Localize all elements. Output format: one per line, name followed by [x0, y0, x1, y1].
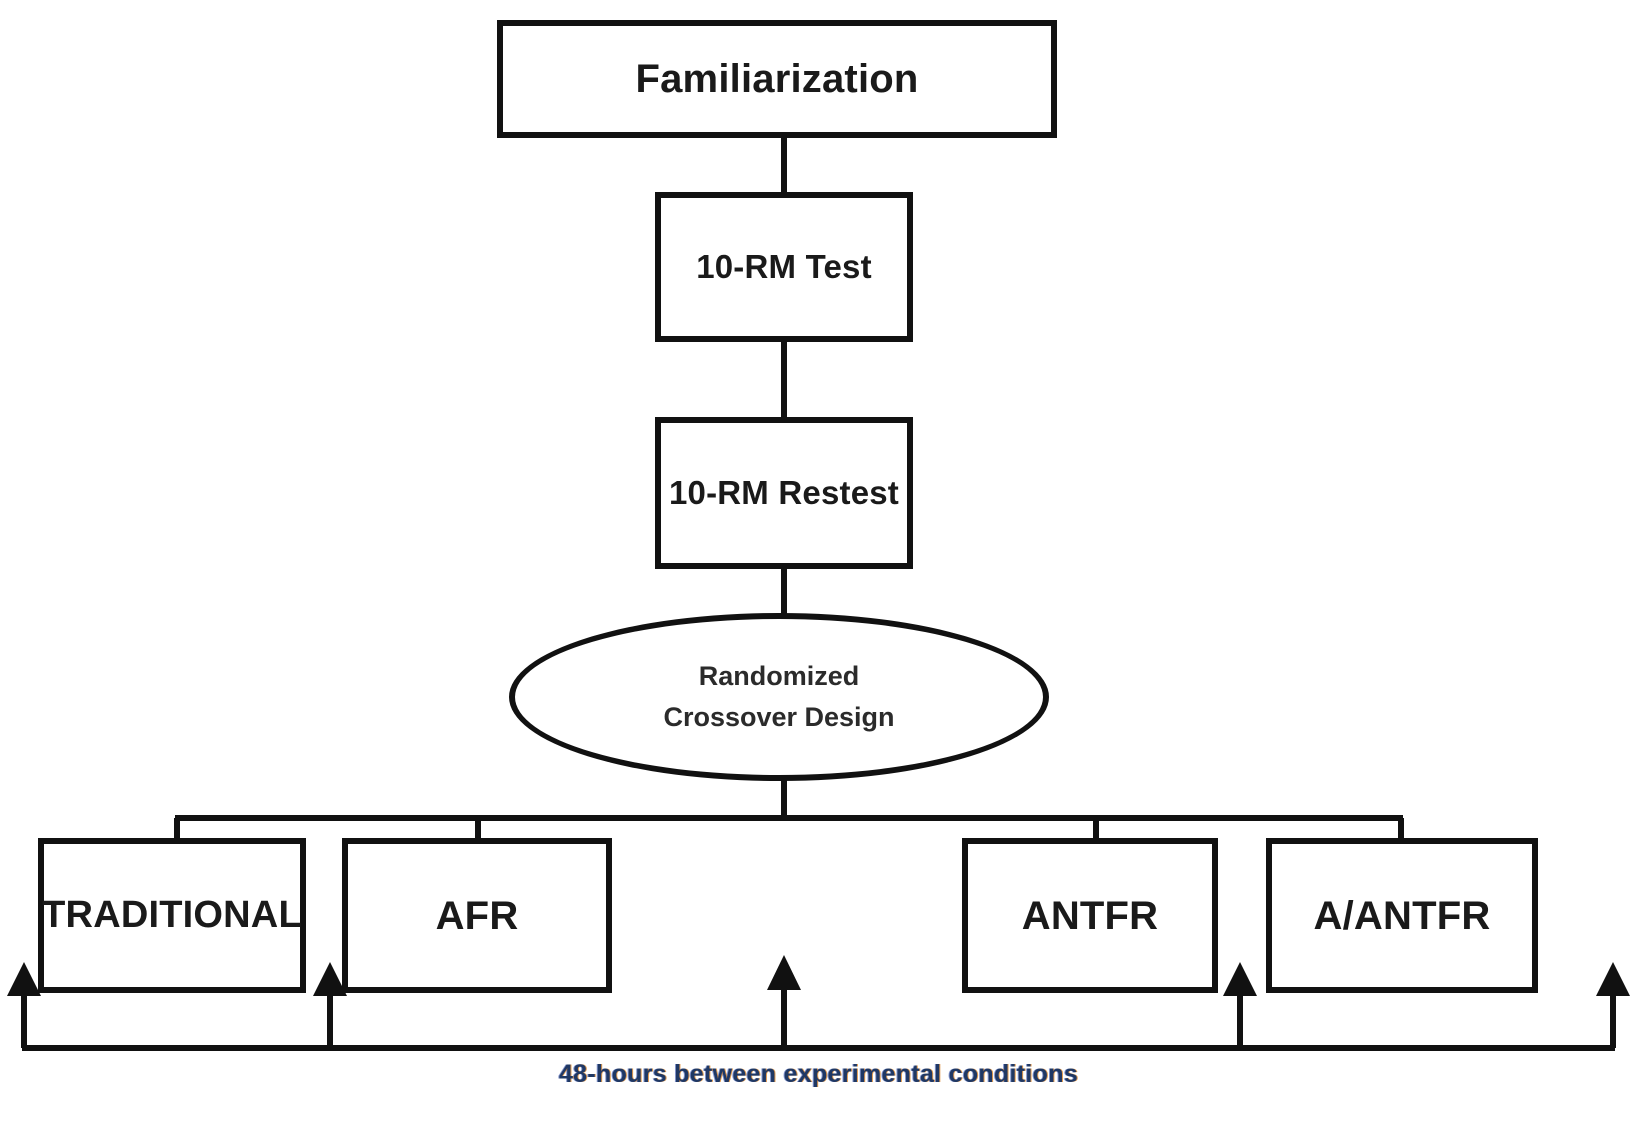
node-familiarization[interactable]: Familiarization — [497, 20, 1057, 138]
arrowhead-2 — [313, 962, 347, 996]
node-condition-afr-label: AFR — [435, 893, 519, 938]
node-10rm-test-label: 10-RM Test — [696, 247, 872, 285]
arrowhead-5 — [1596, 962, 1630, 996]
node-10rm-test[interactable]: 10-RM Test — [655, 192, 913, 342]
node-randomized-line2: Crossover Design — [663, 702, 895, 732]
node-10rm-restest-label: 10-RM Restest — [668, 473, 899, 511]
node-randomized-crossover-design[interactable]: Randomized Crossover Design — [509, 613, 1049, 781]
arrowhead-1 — [7, 962, 41, 996]
node-condition-traditional-label: TRADITIONAL — [42, 893, 302, 936]
node-condition-a-antfr-label: A/ANTFR — [1313, 893, 1491, 938]
node-condition-antfr[interactable]: ANTFR — [962, 838, 1218, 993]
arrowhead-4 — [1223, 962, 1257, 996]
washout-caption: 48-hours between experimental conditions — [558, 1060, 1079, 1088]
node-condition-afr[interactable]: AFR — [342, 838, 612, 993]
node-familiarization-label: Familiarization — [635, 57, 919, 101]
node-randomized-line1: Randomized — [698, 661, 860, 691]
node-condition-antfr-label: ANTFR — [1021, 893, 1159, 938]
node-condition-traditional[interactable]: TRADITIONAL — [38, 838, 306, 993]
arrowhead-3 — [767, 955, 801, 990]
node-condition-a-antfr[interactable]: A/ANTFR — [1266, 838, 1538, 993]
node-10rm-restest[interactable]: 10-RM Restest — [655, 417, 913, 569]
